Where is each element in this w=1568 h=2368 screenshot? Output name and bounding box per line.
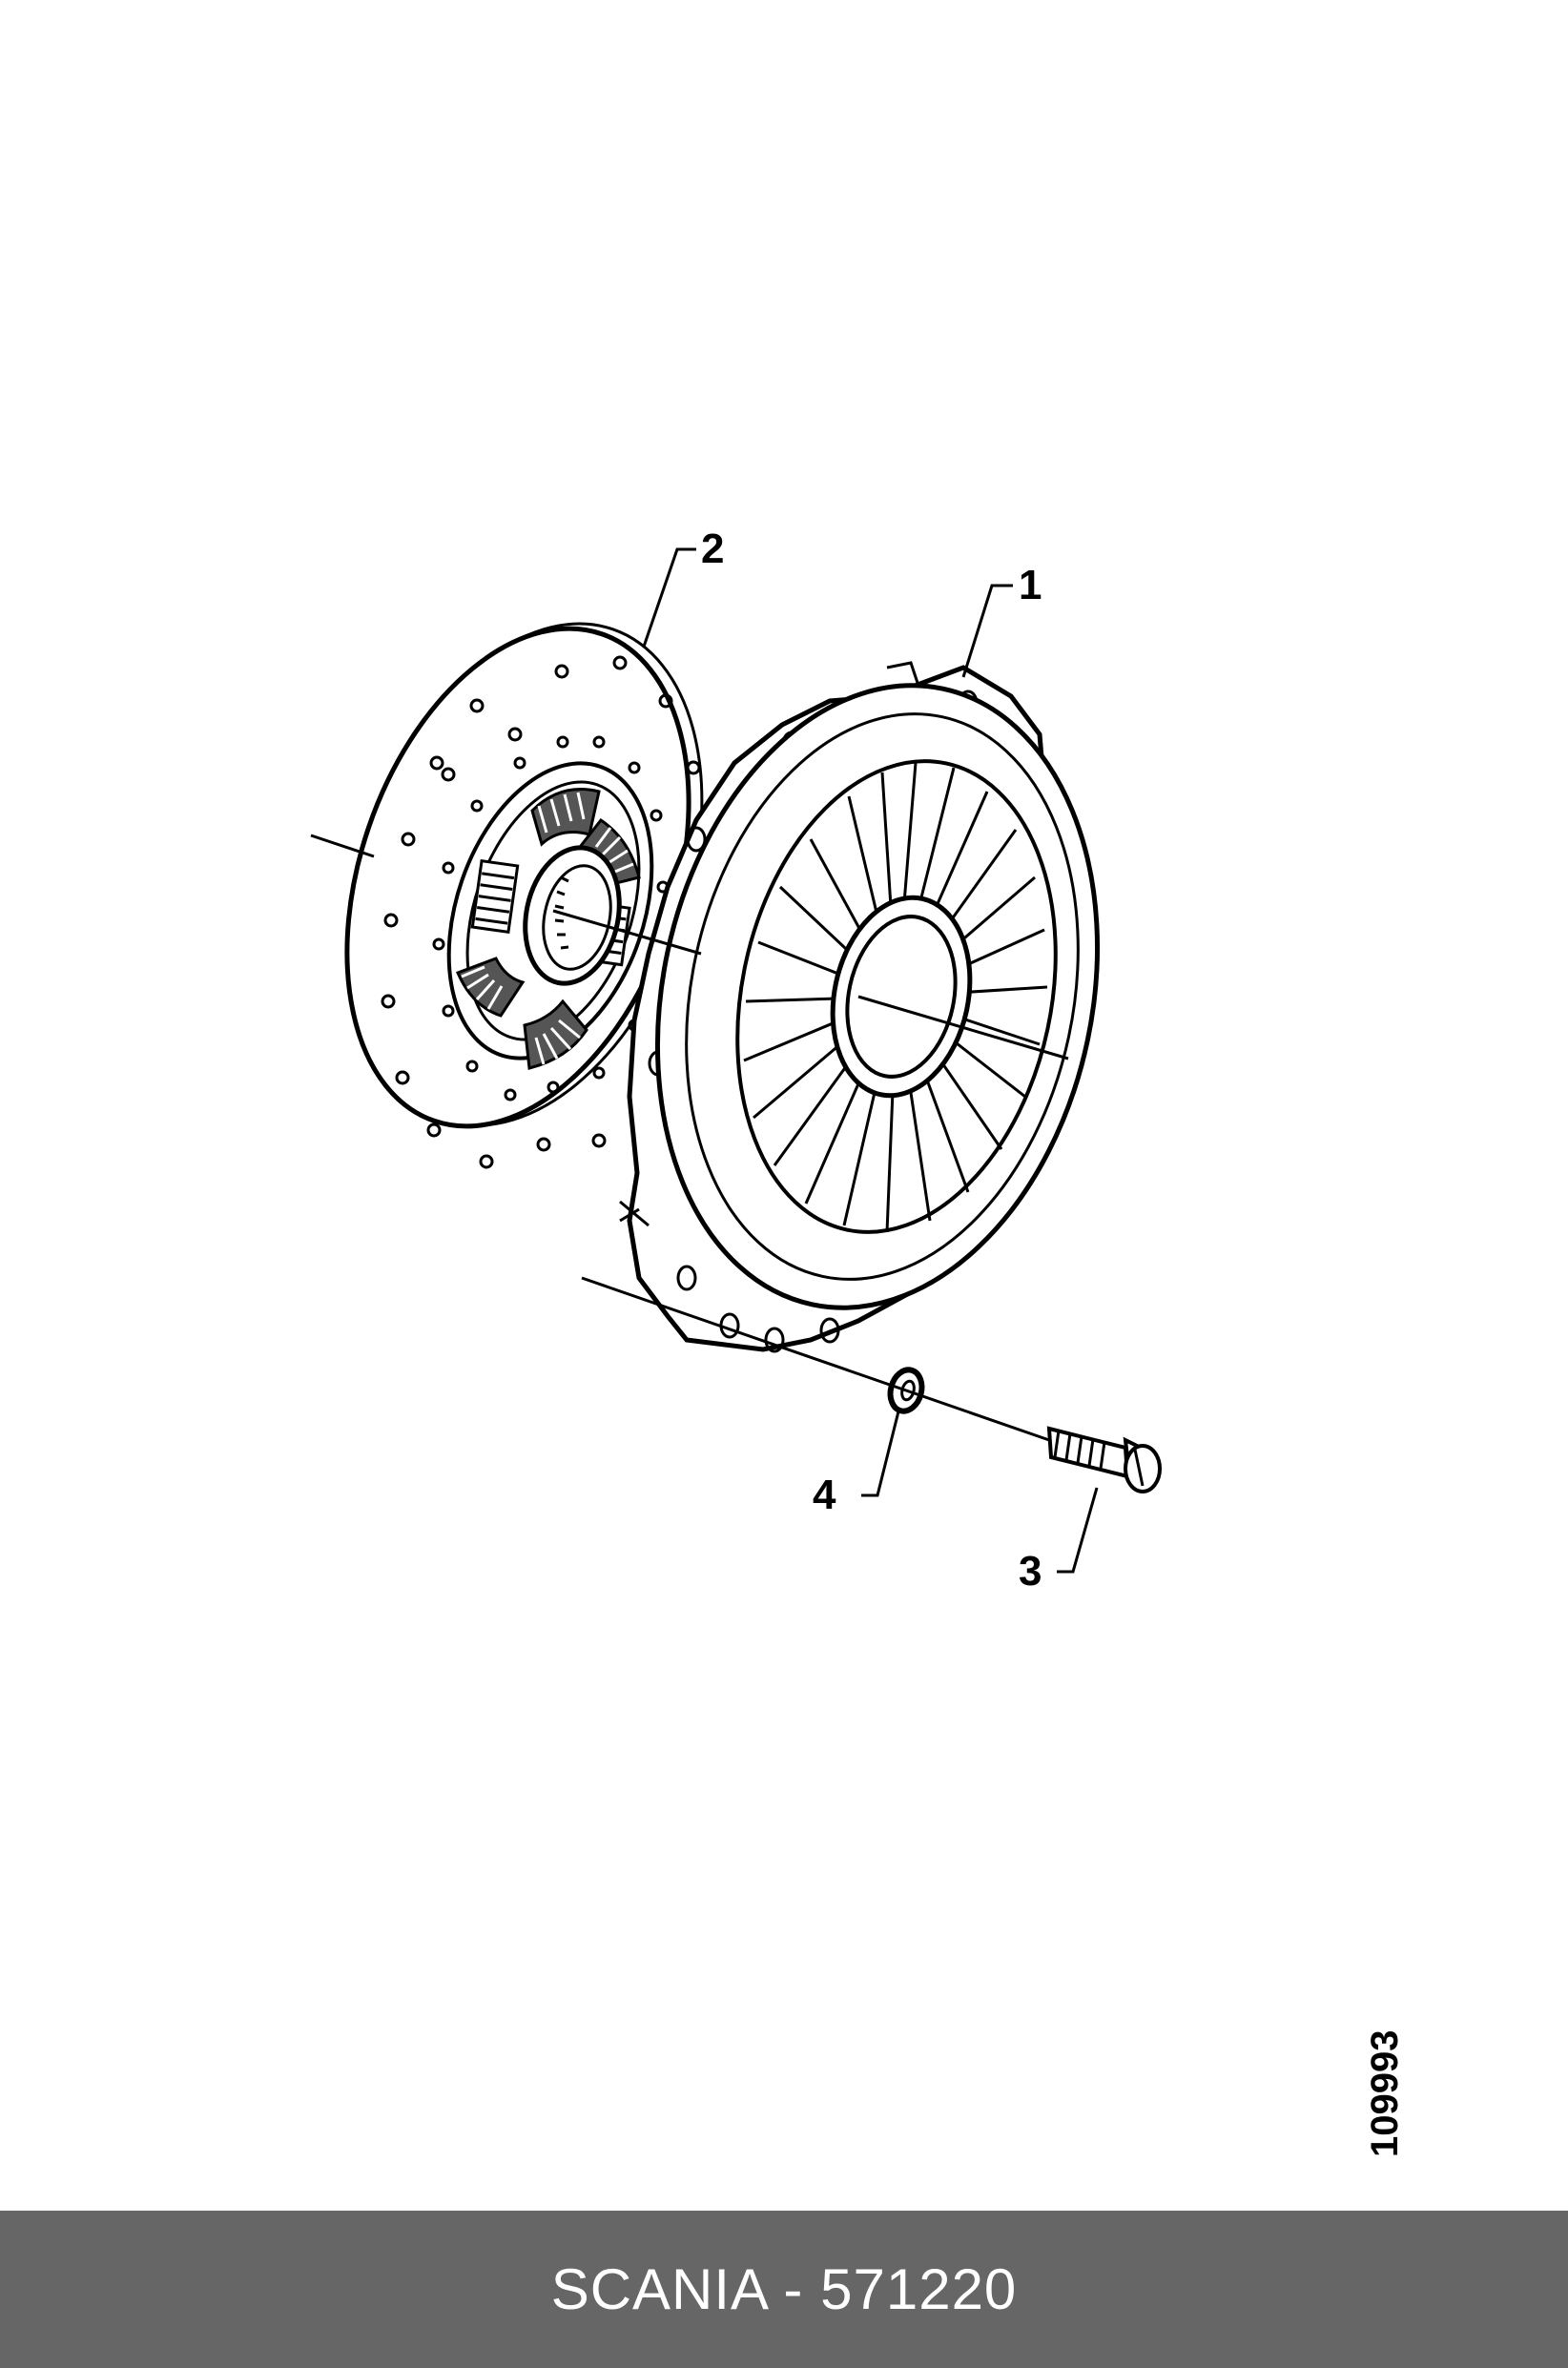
bolt bbox=[1046, 1426, 1162, 1493]
callout-3: 3 bbox=[1019, 1548, 1042, 1595]
callout-4: 4 bbox=[813, 1472, 836, 1518]
exploded-parts-diagram: 2 1 4 3 109993 bbox=[310, 525, 1406, 2157]
reference-number: 109993 bbox=[1364, 2030, 1406, 2157]
callout-leaders bbox=[642, 547, 1099, 1574]
callout-1: 1 bbox=[1019, 562, 1042, 608]
clutch-disc bbox=[310, 622, 713, 1169]
pressure-plate bbox=[552, 661, 1101, 1353]
footer-brand-part-number: SCANIA - 571220 bbox=[550, 2257, 1018, 2321]
callout-2: 2 bbox=[701, 525, 724, 572]
damper-springs bbox=[456, 788, 641, 1070]
assembly-axis bbox=[581, 1276, 1050, 1442]
footer-bar: SCANIA - 571220 bbox=[0, 2211, 1568, 2368]
